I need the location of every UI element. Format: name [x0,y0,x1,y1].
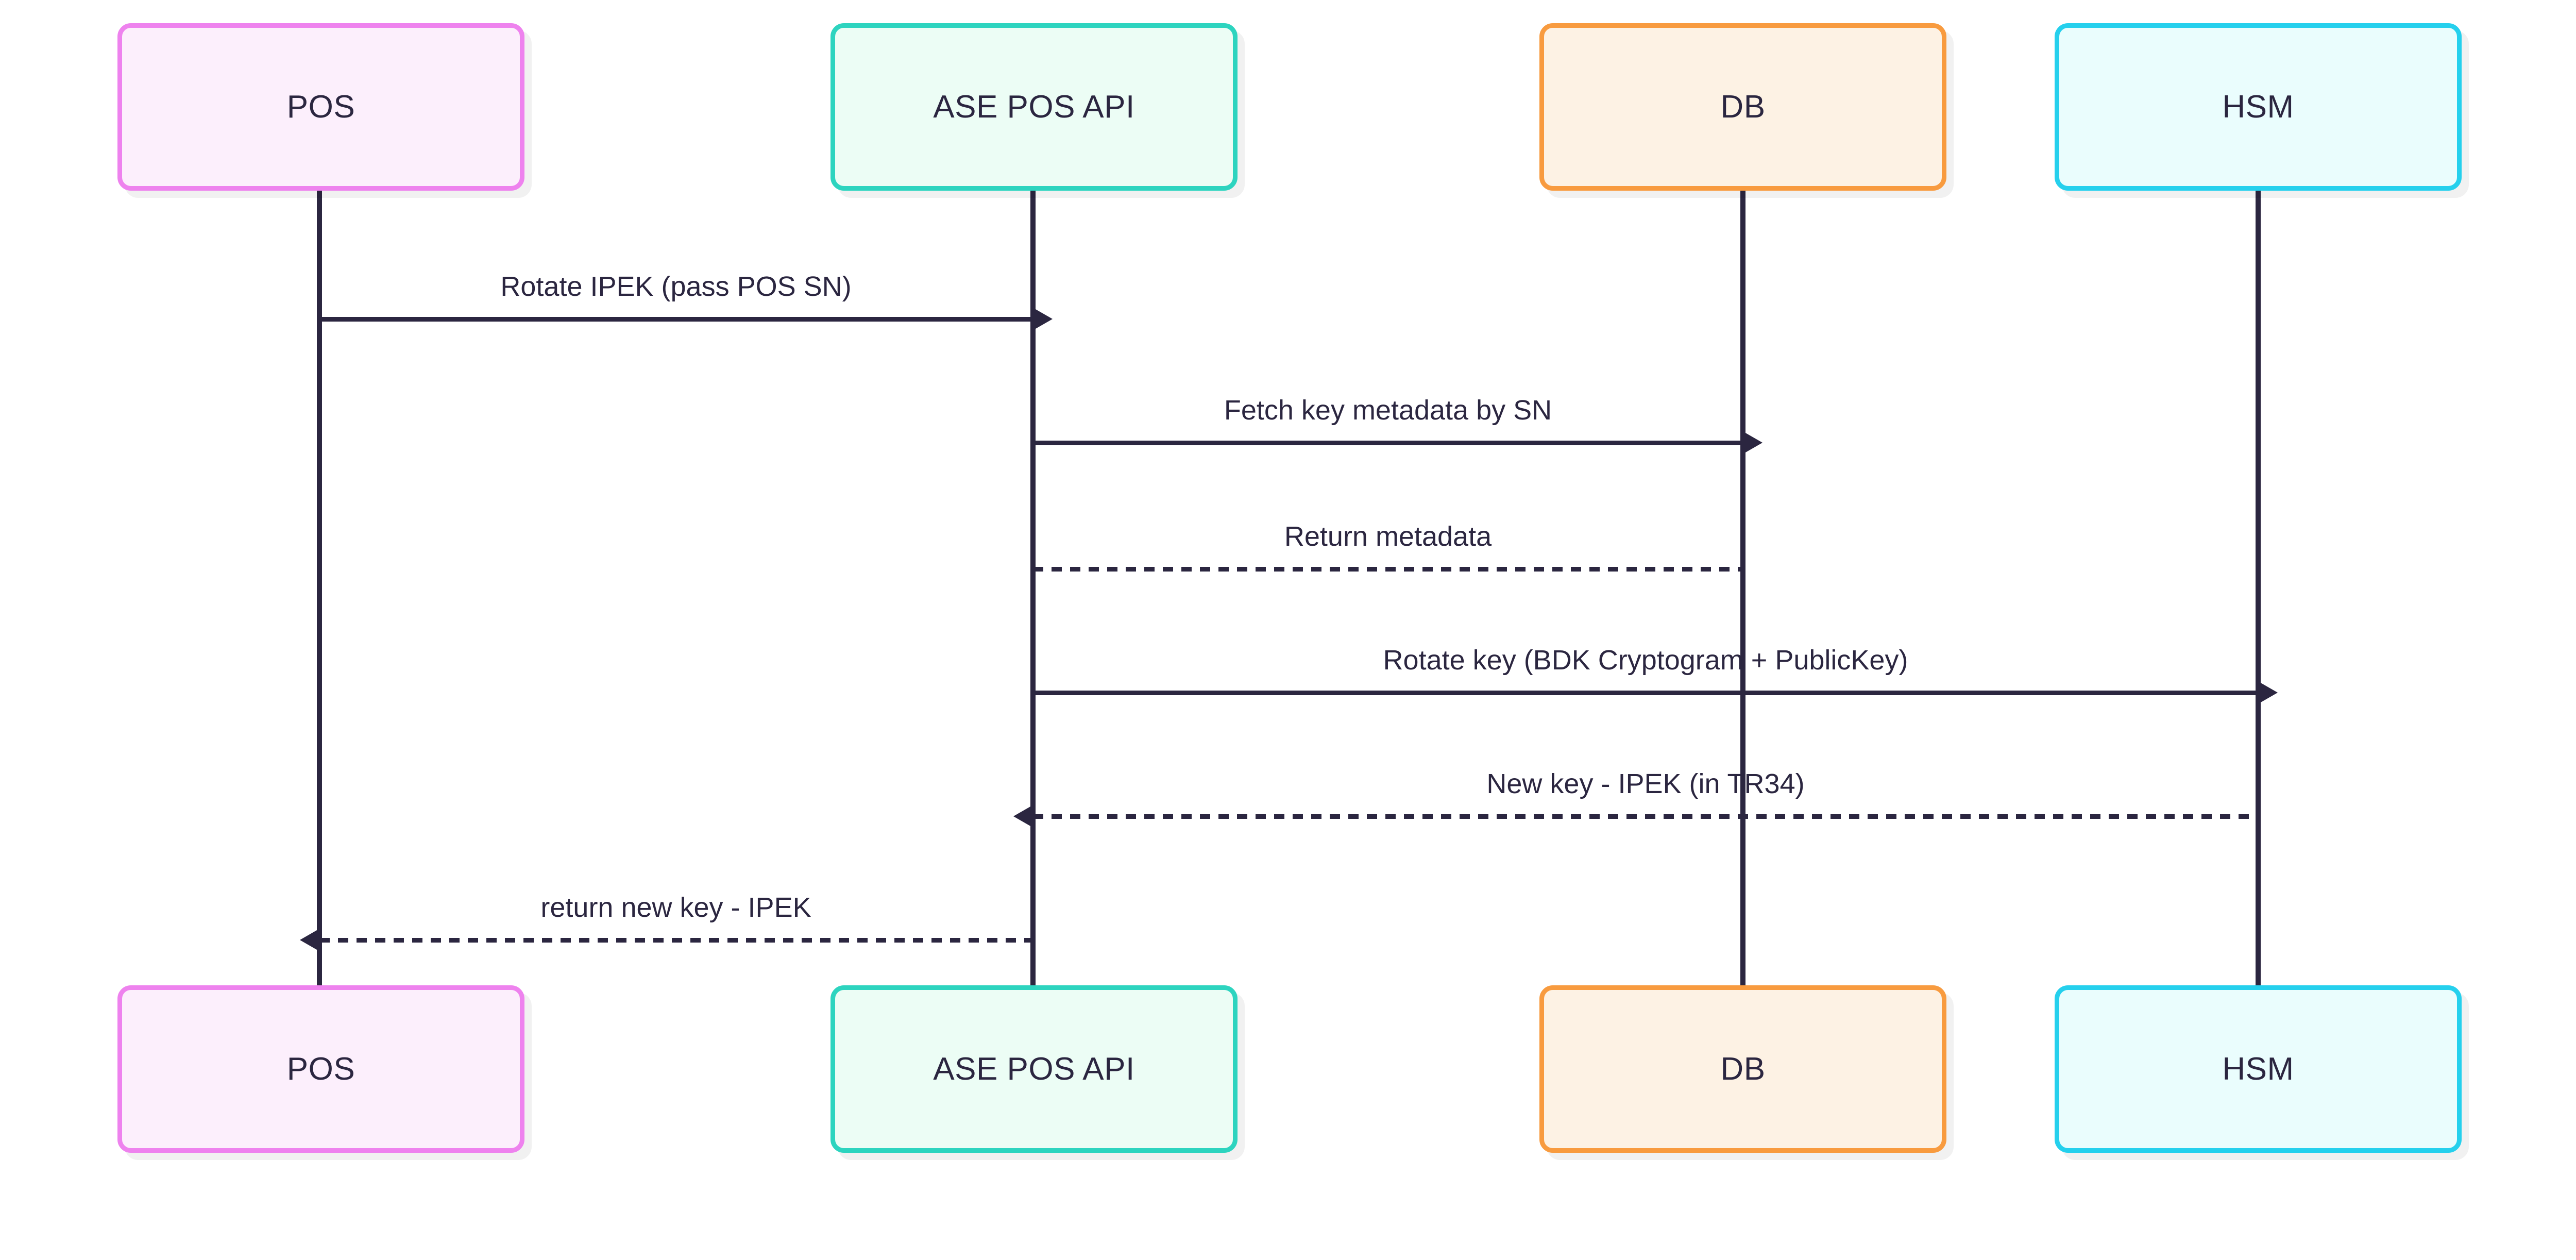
message-line [319,317,1033,322]
actor-footer-label-ase-pos-api: ASE POS API [933,1051,1135,1087]
lifeline-db [1740,191,1745,987]
lifeline-ase-pos-api [1030,191,1036,987]
message-line [1033,567,1743,572]
actor-footer-label-pos: POS [286,1051,355,1087]
message-label: Rotate IPEK (pass POS SN) [500,271,852,302]
arrowhead-left-icon [1013,804,1034,828]
lifeline-pos [317,191,322,987]
arrowhead-left-icon [300,928,320,952]
actor-footer-db[interactable]: DB [1539,985,1946,1153]
actor-footer-label-hsm: HSM [2222,1051,2294,1087]
message-label: return new key - IPEK [540,892,811,923]
message-label: Fetch key metadata by SN [1224,395,1552,426]
message-label: New key - IPEK (in TR34) [1486,768,1805,799]
message-line [1033,814,2258,819]
actor-header-label-db: DB [1720,89,1766,125]
actor-header-db[interactable]: DB [1539,23,1946,191]
message-line [1033,691,2258,695]
actor-header-pos[interactable]: POS [117,23,524,191]
actor-header-label-pos: POS [286,89,355,125]
arrowhead-right-icon [2257,681,2278,704]
arrowhead-right-icon [1032,307,1053,331]
actor-footer-label-db: DB [1720,1051,1766,1087]
message-label: Return metadata [1284,521,1492,552]
message-line [1033,441,1743,445]
arrowhead-right-icon [1742,431,1762,455]
actor-header-label-ase-pos-api: ASE POS API [933,89,1135,125]
actor-footer-ase-pos-api[interactable]: ASE POS API [831,985,1238,1153]
actor-header-hsm[interactable]: HSM [2055,23,2462,191]
message-line [319,938,1033,943]
actor-footer-pos[interactable]: POS [117,985,524,1153]
actor-header-label-hsm: HSM [2222,89,2294,125]
actor-header-ase-pos-api[interactable]: ASE POS API [831,23,1238,191]
actor-footer-hsm[interactable]: HSM [2055,985,2462,1153]
lifeline-hsm [2256,191,2261,987]
message-label: Rotate key (BDK Cryptogram + PublicKey) [1383,645,1908,676]
